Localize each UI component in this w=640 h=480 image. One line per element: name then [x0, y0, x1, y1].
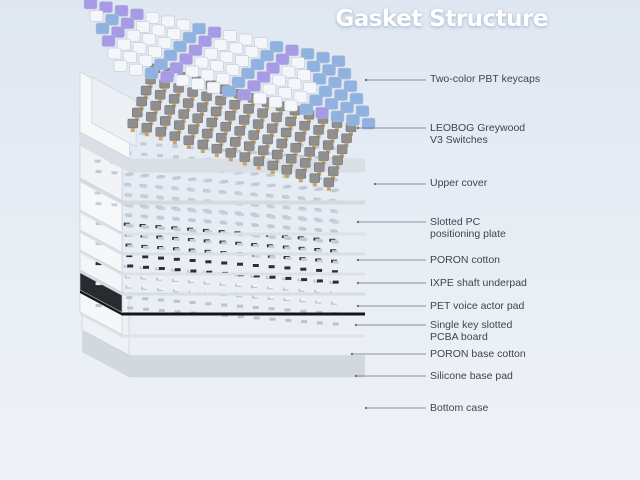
label-pc-plate-line2: positioning plate [430, 228, 506, 240]
leader-dot [354, 323, 358, 327]
label-bottom-case: Bottom case [430, 402, 489, 414]
label-upper-cover: Upper cover [430, 177, 488, 189]
leader-dot [356, 126, 360, 130]
label-switches-line2: V3 Switches [430, 134, 488, 146]
leader-dot [350, 352, 354, 356]
leader-dot [356, 220, 360, 224]
label-pcba-line2: PCBA board [430, 331, 488, 343]
label-pet-pad: PET voice actor pad [430, 300, 525, 312]
label-pc-plate-line1: Slotted PC [430, 216, 481, 228]
label-keycaps: Two-color PBT keycaps [430, 73, 541, 85]
leader-dot [356, 258, 360, 262]
leader-dot [364, 78, 368, 82]
label-silicone-pad: Silicone base pad [430, 370, 513, 382]
layer-stack [79, 0, 376, 378]
leader-dot [356, 304, 360, 308]
label-pcba-line1: Single key slotted [430, 319, 513, 331]
label-poron-cotton: PORON cotton [430, 254, 501, 266]
leader-dot [356, 281, 360, 285]
label-switches-line1: LEOBOG Greywood [430, 122, 526, 134]
layer-keycaps [83, 0, 376, 130]
diagram-title: Gasket Structure [335, 6, 548, 32]
leader-dot [364, 406, 368, 410]
leader-dot [354, 374, 358, 378]
label-ixpe-underpad: IXPE shaft underpad [430, 277, 527, 289]
label-poron-base: PORON base cotton [430, 348, 526, 360]
leader-dot [373, 182, 377, 186]
leader-lines [350, 78, 426, 410]
